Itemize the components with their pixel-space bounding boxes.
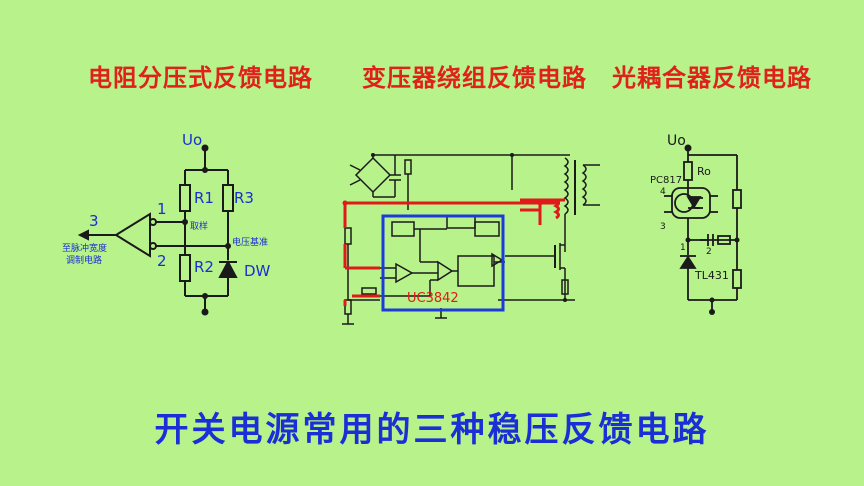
r3-resistor [222,184,234,212]
main-title: 开关电源常用的三种稳压反馈电路 [154,410,710,450]
r1-label: R1 [194,189,214,207]
ic-current-comp [437,260,454,282]
ic-output-driver [491,252,504,268]
pin1-label-left: 1 [157,200,167,218]
pin1-label-right: 1 [680,243,686,253]
zener-diode [218,259,238,278]
dw-label: DW [244,262,271,280]
sample-label: 取样 [190,220,208,232]
to-pwm-label-2: 调制电路 [66,254,102,266]
r3-label: R3 [234,189,254,207]
error-amplifier [114,212,151,258]
pin2-label-right: 2 [706,247,712,257]
uo-terminal-left [201,144,209,152]
tl431-label: TL431 [694,269,729,282]
pc817-label: PC817 [650,175,682,186]
to-pwm-label-1: 至脉冲宽度 [62,242,107,254]
feedback-path-red [343,198,565,306]
ic-block-osc [446,215,476,229]
pin4-label-right: 4 [660,187,666,197]
pin2-label-left: 2 [157,252,167,270]
ic-error-amp [395,262,414,284]
ic-block-latch [457,255,495,287]
center-circuit-title: 变压器绕组反馈电路 [362,64,587,92]
chip-label: UC3842 [407,291,459,306]
pc817-optocoupler [671,187,711,219]
r1-resistor [179,184,191,212]
uo-terminal-right [684,144,692,152]
uc3842-chip-outline [381,214,505,312]
ro-label: Ro [697,165,711,178]
uo-label-right: Uo [667,133,686,149]
optocoupler-circuit [664,148,742,310]
reference-label: 电压基准 [232,236,268,248]
pin3-label-left: 3 [89,212,99,230]
uo-label-left: Uo [182,131,202,149]
resistor-divider-circuit [77,148,238,312]
left-circuit-title: 电阻分压式反馈电路 [88,64,313,92]
pin3-label-right: 3 [660,222,666,232]
transformer-winding-circuit: UC3842 [342,153,600,325]
right-circuit-title: 光耦合器反馈电路 [612,64,812,92]
bridge-rectifier [354,156,392,194]
ic-block-ref [391,221,415,237]
ro-resistor [683,161,693,181]
r2-resistor [179,254,191,282]
tl431-regulator [679,255,697,269]
ic-block-uvlo [474,221,500,237]
r2-label: R2 [194,258,214,276]
